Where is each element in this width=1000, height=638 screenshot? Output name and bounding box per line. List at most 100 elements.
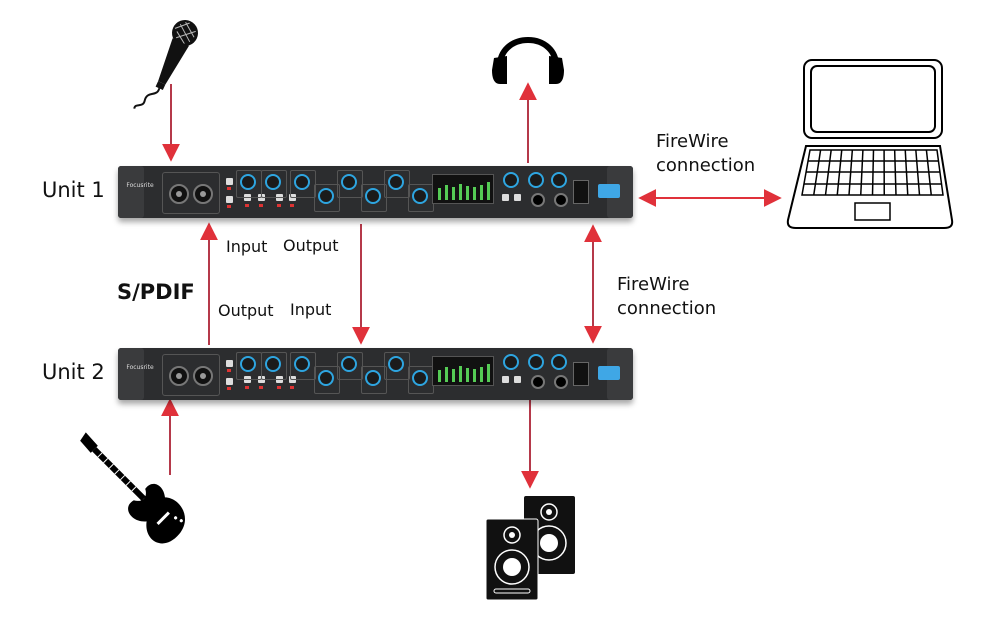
gain-knob [265, 174, 281, 190]
gain-knob [412, 370, 428, 386]
laptop-key-divider [813, 149, 822, 196]
red-led [259, 386, 263, 389]
xlr-input-2 [193, 366, 213, 386]
power-switch [573, 180, 589, 204]
unit1-input-label: Input [226, 237, 268, 256]
meter-bar [466, 367, 469, 382]
unit2-label: Unit 2 [42, 360, 105, 384]
monitor-knob [503, 172, 519, 188]
firewire-indicator [598, 184, 620, 198]
gain-knob [341, 174, 357, 190]
firewire-indicator [598, 366, 620, 380]
level-meter [432, 174, 494, 204]
unit2-output-label: Output [218, 301, 274, 320]
gain-knob [318, 370, 334, 386]
level-meter [432, 356, 494, 386]
meter-bar [445, 366, 448, 382]
gain-knob [294, 356, 310, 372]
headphone-jack-2 [554, 375, 568, 389]
gain-knob-box [361, 184, 387, 212]
gain-knob-box [361, 366, 387, 394]
firewire-laptop-label: FireWire connection [656, 130, 755, 178]
meter-bar [466, 185, 469, 200]
headphone-jack-2 [554, 193, 568, 207]
gain-knob-box [261, 352, 287, 380]
spdif-label: S/PDIF [117, 280, 195, 304]
unit2-interface: Focusrite [118, 348, 633, 400]
laptop-key-divider [824, 149, 832, 196]
laptop-key-divider [915, 149, 921, 196]
xlr-input-1 [169, 184, 189, 204]
xlr-input-2 [193, 184, 213, 204]
combo-input-panel [162, 172, 220, 214]
meter-bar [473, 186, 476, 200]
laptop-key-divider [904, 149, 909, 196]
meter-bar [480, 366, 483, 382]
laptop-key-divider [860, 149, 864, 196]
laptop-key-divider [871, 149, 875, 196]
gain-knob-box [261, 170, 287, 198]
gain-knob-box [314, 184, 340, 212]
gain-knob [412, 188, 428, 204]
red-led [245, 386, 249, 389]
red-led [290, 386, 294, 389]
headphone-knob-1 [528, 354, 544, 370]
gain-knob [365, 188, 381, 204]
rack-ear-left [118, 166, 144, 218]
gain-knob [388, 356, 404, 372]
firewire-laptop-label-line2: connection [656, 155, 756, 176]
unit2-input-label: Input [290, 300, 332, 319]
firewire-units-label: FireWire connection [617, 273, 716, 321]
red-led [227, 387, 231, 390]
mute-button [514, 194, 521, 201]
firewire-units-label-line1: FireWire [617, 274, 690, 295]
red-led [277, 386, 281, 389]
meter-bar [438, 369, 441, 382]
gain-knob [240, 356, 256, 372]
laptop-key-divider [836, 149, 843, 196]
headphone-jack-1 [531, 375, 545, 389]
meter-bar [480, 184, 483, 200]
gain-knob [365, 370, 381, 386]
red-led [245, 204, 249, 207]
meter-bar [445, 184, 448, 200]
dim-button [502, 376, 509, 383]
gain-knob [265, 356, 281, 372]
front-button [226, 378, 233, 385]
laptop-key-divider [925, 149, 932, 196]
gain-knob [294, 174, 310, 190]
red-led [227, 205, 231, 208]
red-led [290, 204, 294, 207]
meter-bar [487, 364, 490, 382]
meter-bar [438, 187, 441, 200]
mute-button [514, 376, 521, 383]
gain-knob [388, 174, 404, 190]
front-button [226, 196, 233, 203]
focusrite-logo: Focusrite [126, 182, 154, 189]
gain-knob [318, 188, 334, 204]
unit1-output-label: Output [283, 236, 339, 255]
combo-input-panel [162, 354, 220, 396]
unit1-interface: Focusrite [118, 166, 633, 218]
red-led [227, 369, 231, 372]
meter-bar [473, 368, 476, 382]
headphone-knob-2 [551, 354, 567, 370]
laptop-key-divider [848, 149, 854, 196]
meter-bar [452, 186, 455, 200]
power-switch [573, 362, 589, 386]
rack-ear-left [118, 348, 144, 400]
xlr-input-1 [169, 366, 189, 386]
firewire-laptop-label-line1: FireWire [656, 131, 729, 152]
unit1-label: Unit 1 [42, 178, 105, 202]
red-led [259, 204, 263, 207]
monitor-knob [503, 354, 519, 370]
headphone-knob-2 [551, 172, 567, 188]
focusrite-logo: Focusrite [126, 364, 154, 371]
gain-knob-box [314, 366, 340, 394]
red-led [277, 204, 281, 207]
